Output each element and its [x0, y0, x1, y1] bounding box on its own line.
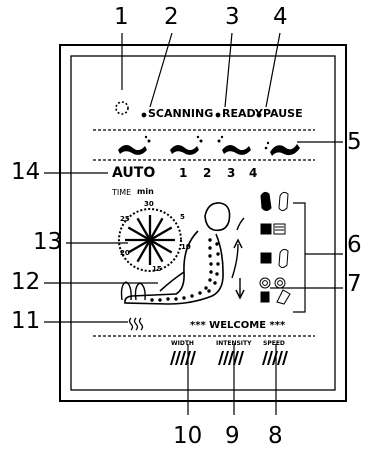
foot-massage-icon: [118, 135, 151, 155]
foot-massage-icon: [217, 135, 251, 155]
dial-spoke: [149, 239, 164, 263]
label-intensity: INTENSITY: [216, 340, 252, 347]
callout-10: 10: [173, 423, 203, 449]
callout-5: 5: [347, 129, 362, 155]
reclined-body-icon: [124, 202, 231, 305]
timer-dial: [118, 208, 182, 272]
timer-value-25: 25: [120, 215, 130, 223]
timer-label: TIME: [112, 188, 132, 197]
speed-level-bar: [262, 351, 288, 365]
dial-spoke: [127, 239, 151, 254]
massage-dot: [209, 262, 213, 266]
massage-dot: [209, 270, 213, 274]
callout-6: 6: [347, 232, 362, 258]
callout-8: 8: [268, 423, 283, 449]
callout-2: 2: [164, 4, 179, 30]
massage-dot: [190, 294, 194, 298]
foot-massage-icon: [264, 141, 300, 156]
callout-12: 12: [11, 269, 41, 295]
mode-auto: AUTO: [112, 165, 156, 181]
timer-unit: min: [137, 187, 154, 196]
heat-wave-icon: [128, 317, 144, 331]
callout-7: 7: [347, 271, 362, 297]
status-pause: PAUSE: [263, 107, 303, 120]
program-4: 4: [249, 166, 258, 180]
program-1: 1: [179, 166, 188, 180]
massage-dot: [204, 286, 208, 290]
dot-icon: [215, 112, 221, 118]
massage-dot: [150, 298, 154, 302]
massage-dot: [198, 291, 202, 295]
dial-spokes: [125, 215, 175, 265]
dot-icon: [256, 112, 262, 118]
callout-1: 1: [114, 4, 129, 30]
level-bars: [170, 351, 288, 365]
airbag-icon: [120, 281, 146, 301]
airbag-icon: [259, 277, 291, 305]
dial-spoke: [149, 217, 164, 241]
massage-dot: [208, 278, 212, 282]
timer-value-10: 10: [181, 243, 191, 251]
callout-3: 3: [225, 4, 240, 30]
panel-inner-frame: [70, 55, 336, 391]
status-ready: READY: [222, 107, 263, 120]
massage-dot: [216, 262, 220, 266]
foot-massage-row: [118, 135, 300, 156]
dial-spoke: [136, 217, 151, 241]
airbag-icon: [260, 191, 289, 211]
callout-4: 4: [273, 4, 288, 30]
dashed-circle-icon: [115, 101, 129, 115]
massage-dot: [182, 296, 186, 300]
dial-spoke: [149, 226, 173, 241]
intensity-level-bar: [218, 351, 244, 365]
massage-dot-line: [150, 238, 220, 302]
foot-massage-icon: [170, 135, 203, 155]
callout-13: 13: [33, 229, 63, 255]
timer-value-20: 20: [120, 249, 130, 257]
massage-dot: [215, 242, 219, 246]
program-2: 2: [203, 166, 212, 180]
callout-14: 14: [11, 159, 41, 185]
dial-spoke: [149, 239, 173, 254]
movement-arrows: [231, 217, 245, 300]
program-3: 3: [227, 166, 236, 180]
massage-dot: [208, 246, 212, 250]
timer-value-15: 15: [152, 265, 162, 273]
status-scanning: SCANNING: [148, 107, 214, 120]
massage-dot: [208, 254, 212, 258]
welcome-message: *** WELCOME ***: [190, 320, 286, 331]
massage-dot: [216, 252, 220, 256]
label-width: WIDTH: [171, 340, 194, 347]
airbag-column: [259, 191, 291, 305]
massage-dot: [158, 298, 162, 302]
massage-dot: [166, 297, 170, 301]
dot-icon: [141, 112, 147, 118]
massage-dot: [213, 281, 217, 285]
timer-value-5: 5: [180, 213, 185, 221]
massage-dot: [208, 238, 212, 242]
airbag-icon: [260, 248, 289, 268]
dial-spoke: [136, 239, 151, 263]
separator-lines: [93, 129, 315, 337]
massage-dot: [207, 289, 211, 293]
massage-dot: [215, 272, 219, 276]
dial-spoke: [127, 226, 151, 241]
label-speed: SPEED: [263, 340, 285, 347]
airbag-icon: [260, 223, 286, 235]
panel-outer-frame: [59, 44, 347, 402]
width-level-bar: [170, 351, 196, 365]
callout-9: 9: [225, 423, 240, 449]
callout-11: 11: [11, 308, 41, 334]
timer-value-30: 30: [144, 200, 154, 208]
massage-dot: [174, 297, 178, 301]
